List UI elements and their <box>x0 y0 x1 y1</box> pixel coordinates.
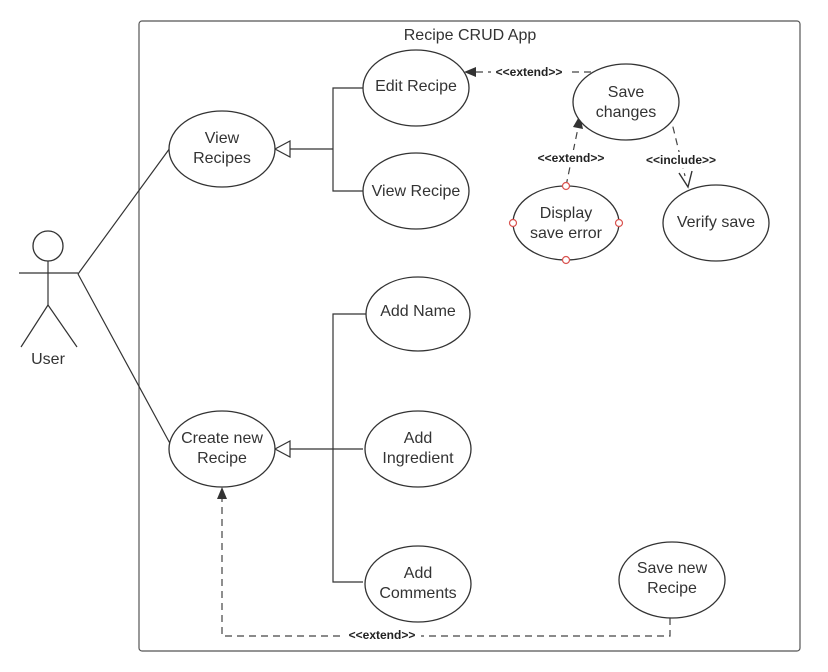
use-case-label-line2: Comments <box>379 585 456 602</box>
use-case-label-line1: Create new <box>181 430 263 447</box>
use-case-label-line2: Ingredient <box>382 450 454 467</box>
include-save-changes-verify-save[interactable]: <<include>> <box>639 114 723 189</box>
actor-name: User <box>31 351 65 368</box>
use-case-verify-save[interactable]: Verify save <box>662 184 770 262</box>
use-case-label-line2: Recipe <box>197 450 247 467</box>
use-case-add-comments[interactable]: Add Comments <box>364 545 472 623</box>
arrowhead <box>678 170 693 189</box>
generalization-arrowhead <box>273 140 291 158</box>
dependency-line <box>221 499 671 637</box>
use-case-label-line1: Add <box>404 430 432 447</box>
label-backdrop <box>491 64 567 80</box>
selection-handle[interactable] <box>561 255 571 265</box>
use-case-shape <box>365 276 471 352</box>
use-case-label-line2: Recipe <box>647 580 697 597</box>
label-backdrop <box>343 627 421 643</box>
use-case-label: Verify save <box>677 214 755 231</box>
use-case-view-recipes[interactable]: View Recipes <box>168 110 276 188</box>
generalization-create-recipe[interactable] <box>273 313 366 583</box>
use-case-shape <box>362 49 470 127</box>
association-create-recipe[interactable] <box>77 273 174 450</box>
use-case-shape <box>618 541 726 619</box>
use-case-add-name[interactable]: Add Name <box>365 276 471 352</box>
arrowhead <box>217 487 227 499</box>
arrowhead <box>464 67 476 77</box>
use-case-label-line1: Save <box>608 84 645 101</box>
selection-handle[interactable] <box>508 218 518 228</box>
use-case-label: Edit Recipe <box>375 78 457 95</box>
label-backdrop <box>639 152 723 168</box>
use-case-label: View Recipe <box>372 183 461 200</box>
extend-label: <<extend>> <box>496 65 563 79</box>
actor-left-leg <box>20 304 49 348</box>
extend-label: <<extend>> <box>538 151 605 165</box>
use-case-label-line2: Recipes <box>193 150 251 167</box>
extend-save-new-create-recipe[interactable]: <<extend>> <box>217 487 671 643</box>
include-label: <<include>> <box>646 153 716 167</box>
generalization-branch <box>332 87 363 192</box>
extend-save-changes-edit-recipe[interactable]: <<extend>> <box>464 64 591 80</box>
extend-label: <<extend>> <box>349 628 416 642</box>
use-case-label-line1: Add <box>404 565 432 582</box>
use-case-label-line1: Display <box>540 205 592 222</box>
use-case-shape <box>364 410 472 488</box>
use-case-save-new-recipe[interactable]: Save new Recipe <box>618 541 726 619</box>
use-case-label: Add Name <box>380 303 456 320</box>
actor-head <box>32 230 64 262</box>
use-case-shape <box>168 410 276 488</box>
system-title: Recipe CRUD App <box>404 27 537 44</box>
use-case-shape <box>512 185 620 261</box>
generalization-arrowhead <box>273 440 291 458</box>
use-case-shape <box>168 110 276 188</box>
generalization-branch <box>332 313 366 583</box>
use-case-label-line2: changes <box>596 104 657 121</box>
generalization-view-recipes[interactable] <box>273 87 363 192</box>
use-case-add-ingredient[interactable]: Add Ingredient <box>364 410 472 488</box>
use-case-view-recipe[interactable]: View Recipe <box>362 152 470 230</box>
use-case-create-new-recipe[interactable]: Create new Recipe <box>168 410 276 488</box>
use-case-shape <box>662 184 770 262</box>
association-view-recipes[interactable] <box>77 147 171 275</box>
system-boundary[interactable] <box>138 20 801 652</box>
label-backdrop <box>533 150 609 166</box>
actor-right-leg <box>47 304 78 348</box>
use-case-label-line2: save error <box>530 225 603 242</box>
use-case-label-line1: Save new <box>637 560 708 577</box>
extend-display-error-save-changes[interactable]: <<extend>> <box>533 115 609 187</box>
use-case-shape <box>364 545 472 623</box>
use-case-shape <box>362 152 470 230</box>
selection-handle[interactable] <box>561 181 571 191</box>
user-actor[interactable] <box>19 230 78 348</box>
use-case-save-changes[interactable]: Save changes <box>572 63 680 141</box>
use-case-edit-recipe[interactable]: Edit Recipe <box>362 49 470 127</box>
use-case-shape <box>572 63 680 141</box>
selection-handle[interactable] <box>614 218 624 228</box>
use-case-label-line1: View <box>205 130 240 147</box>
use-case-display-save-error[interactable]: Display save error <box>508 181 624 265</box>
